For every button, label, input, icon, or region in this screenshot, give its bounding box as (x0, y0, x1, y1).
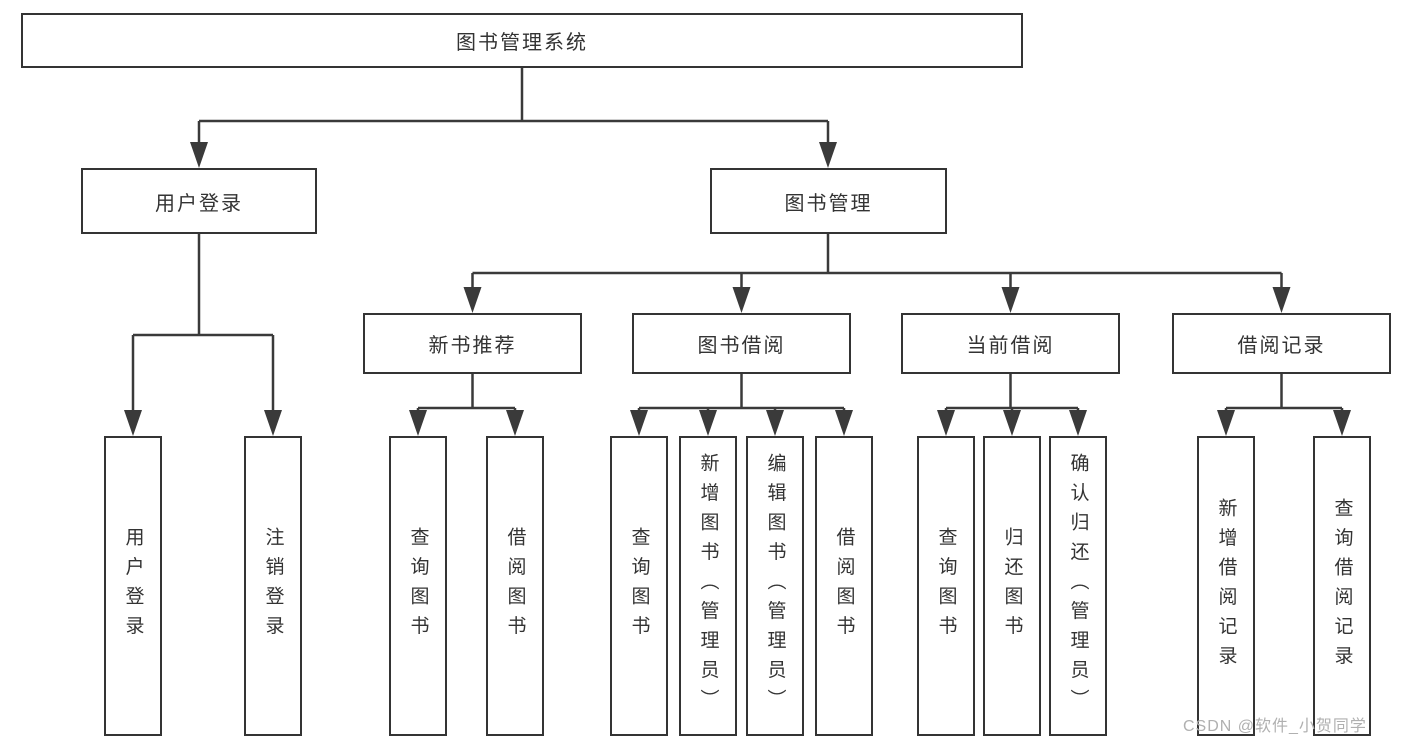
node-root-library-management-system: 图书管理系统 (21, 13, 1023, 68)
leaf-query-books-recommend: 查询图书 (389, 436, 447, 736)
node-current-borrowing: 当前借阅 (901, 313, 1120, 374)
leaf-return-books: 归还图书 (983, 436, 1041, 736)
leaf-query-borrowing-record: 查询借阅记录 (1313, 436, 1371, 736)
node-new-book-recommendation: 新书推荐 (363, 313, 582, 374)
leaf-add-borrowing-record: 新增借阅记录 (1197, 436, 1255, 736)
leaf-confirm-return-admin: 确认归还（管理员） (1049, 436, 1107, 736)
node-borrowing-records: 借阅记录 (1172, 313, 1391, 374)
leaf-borrow-books-borrowing: 借阅图书 (815, 436, 873, 736)
csdn-watermark-text: CSDN @软件_小贺同学 (1183, 718, 1367, 735)
leaf-query-books-borrowing: 查询图书 (610, 436, 668, 736)
leaf-add-book-admin: 新增图书（管理员） (679, 436, 737, 736)
leaf-edit-book-admin: 编辑图书（管理员） (746, 436, 804, 736)
leaf-borrow-books-recommend: 借阅图书 (486, 436, 544, 736)
node-user-login: 用户登录 (81, 168, 317, 234)
node-book-management: 图书管理 (710, 168, 947, 234)
leaf-user-login: 用户登录 (104, 436, 162, 736)
node-book-borrowing: 图书借阅 (632, 313, 851, 374)
leaf-logout: 注销登录 (244, 436, 302, 736)
leaf-query-books-current: 查询图书 (917, 436, 975, 736)
